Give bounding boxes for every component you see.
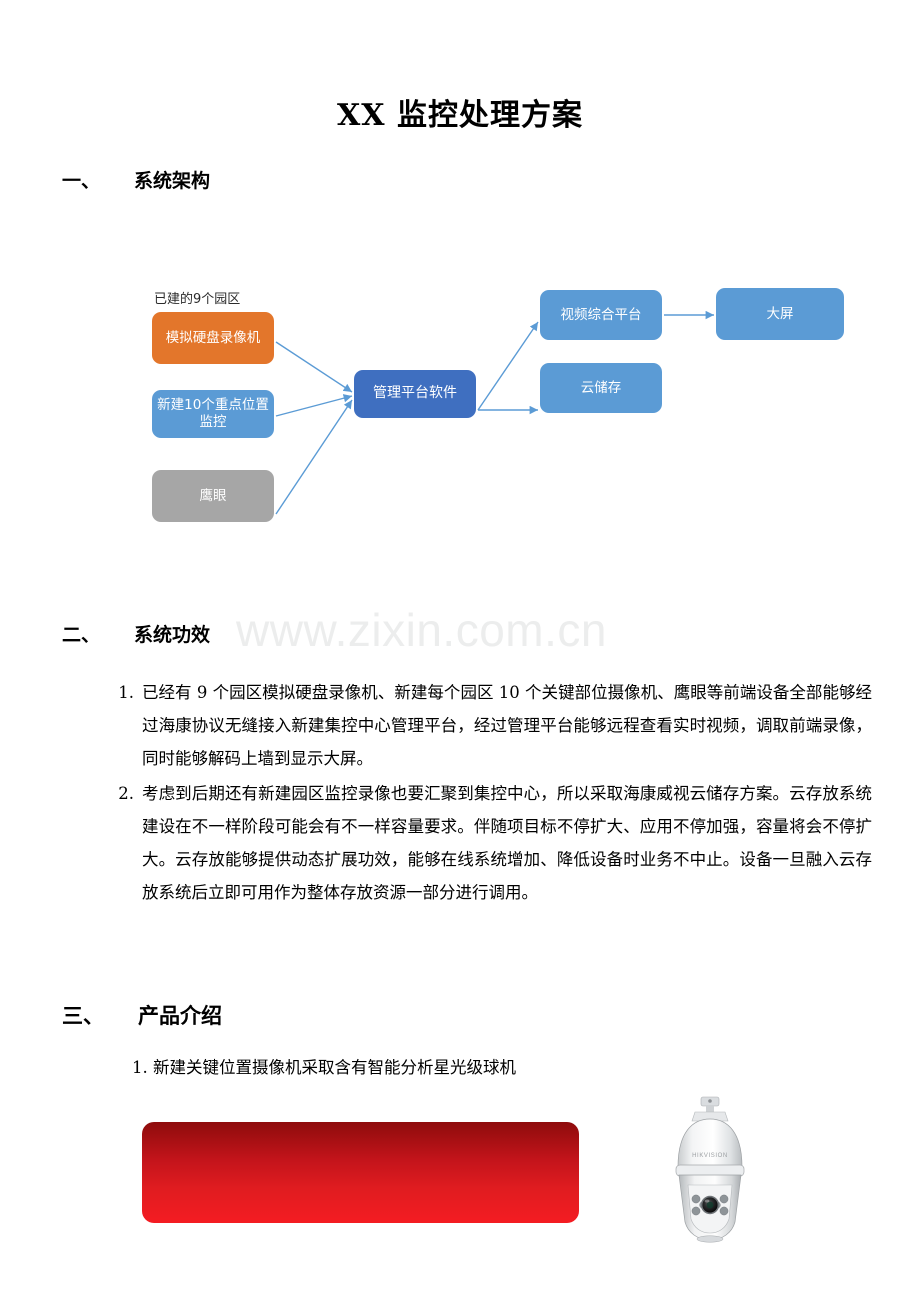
- list-marker: 1.: [118, 683, 134, 702]
- section-title: 系统功效: [134, 624, 211, 646]
- list-marker: 2.: [118, 784, 134, 803]
- list-item: 1. 已经有 9 个园区模拟硬盘录像机、新建每个园区 10 个关键部位摄像机、鹰…: [112, 676, 872, 775]
- section-heading-system-architecture: 一、 系统架构: [62, 166, 210, 193]
- edge-dvr-to-platform: [275, 341, 353, 393]
- diagram-connectors: [275, 310, 714, 515]
- section-number: 二、: [62, 624, 101, 646]
- list-text: 已经有 9 个园区模拟硬盘录像机、新建每个园区 10 个关键部位摄像机、鹰眼等前…: [142, 683, 872, 768]
- product-list-item: 1. 新建关键位置摄像机采取含有智能分析星光级球机: [132, 1058, 516, 1077]
- section-number: 一、: [62, 170, 101, 192]
- list-text: 考虑到后期还有新建园区监控录像也要汇聚到集控中心，所以采取海康威视云储存方案。云…: [142, 784, 872, 902]
- section-title: 产品介绍: [138, 1004, 222, 1028]
- hikvision-ptz-dome-camera: HIKVISION: [662, 1093, 758, 1253]
- diagram-node-eagle-eye: 鹰眼: [152, 470, 274, 522]
- section-heading-product-introduction: 三、 产品介绍: [62, 1000, 222, 1030]
- page-title: XX 监控处理方案: [337, 98, 583, 133]
- diagram-node-video-platform: 视频综合平台: [540, 290, 662, 340]
- diagram-node-platform: 管理平台软件: [354, 370, 476, 418]
- diagram-node-big-screen: 大屏: [716, 288, 844, 340]
- watermark: www.zixin.com.cn: [236, 604, 607, 656]
- list-item: 2. 考虑到后期还有新建园区监控录像也要汇聚到集控中心，所以采取海康威视云储存方…: [112, 777, 872, 909]
- diagram-node-new-key: 新建10个重点位置监控: [152, 390, 274, 438]
- section-number: 三、: [62, 1004, 104, 1028]
- section-heading-system-functions: 二、 系统功效: [62, 620, 210, 647]
- edge-newkey-to-platform: [275, 394, 353, 417]
- svg-text:HIKVISION: HIKVISION: [692, 1153, 728, 1159]
- diagram-group-label: 已建的9个园区: [154, 292, 241, 307]
- function-list: 1. 已经有 9 个园区模拟硬盘录像机、新建每个园区 10 个关键部位摄像机、鹰…: [112, 676, 872, 911]
- section-title: 系统架构: [134, 170, 211, 192]
- diagram-node-cloud-storage: 云储存: [540, 363, 662, 413]
- edge-platform-to-video: [477, 321, 539, 411]
- diagram-node-dvr: 模拟硬盘录像机: [152, 312, 274, 364]
- red-gradient-banner: [142, 1122, 579, 1223]
- system-architecture-diagram: 已建的9个园区 模拟硬盘录像机 新建10个重点位置监控 鹰眼 管理平台软件 视频…: [0, 270, 920, 550]
- edge-eagle-to-platform: [275, 399, 353, 515]
